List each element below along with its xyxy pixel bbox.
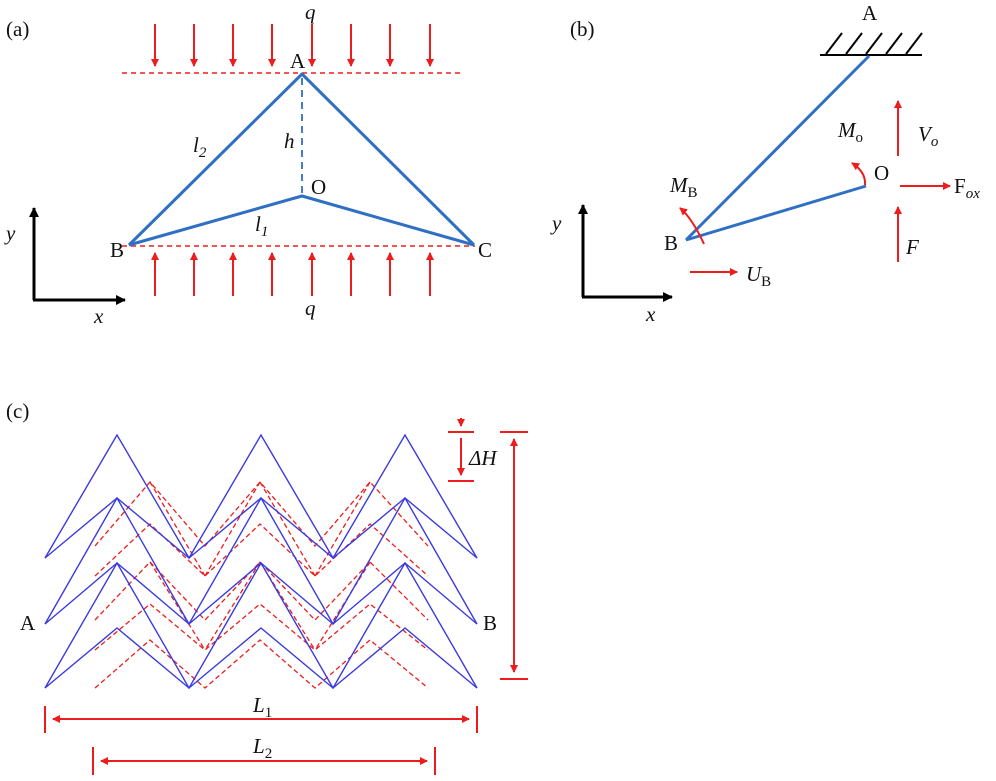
node-b-label-b: B (664, 231, 678, 255)
deformed-row-1-inner (94, 523, 429, 577)
panel-a-tag: (a) (6, 17, 29, 41)
deformed-link (314, 481, 371, 577)
top-load-arrows (151, 24, 434, 67)
fixed-support (820, 32, 923, 56)
hatch-line (885, 32, 903, 55)
fox-label: Fox (954, 174, 980, 202)
delta-h-dimension (448, 418, 474, 482)
l1-label: L1 (252, 693, 272, 721)
height-h-label: h (284, 129, 295, 153)
re-entrant-unit-cell (127, 72, 476, 247)
bottom-load-arrows (151, 252, 434, 296)
panel-c-tag: (c) (6, 399, 29, 423)
deformed-link (204, 481, 261, 577)
deformed-link (149, 561, 206, 651)
l2-dimension (92, 747, 436, 775)
axes-b: y x (550, 204, 673, 326)
f-label: F (905, 235, 919, 259)
total-height-dimension (500, 431, 528, 680)
bottom-load-q: q (305, 296, 316, 320)
mo-label: Mo (837, 118, 863, 146)
mo-moment-arrow (851, 162, 867, 186)
deformed-link (259, 481, 316, 577)
outer-members-l2 (127, 72, 476, 247)
panel-b: (b) A O B MB Mo Vo F (550, 1, 980, 326)
node-b-label: B (110, 238, 124, 262)
hatch-line (825, 32, 843, 55)
top-load-q: q (305, 0, 316, 24)
lattice-row-2-outer (44, 496, 478, 626)
x-axis-label: x (645, 302, 656, 326)
force-arrows (679, 100, 951, 276)
half-unit-members (684, 54, 871, 242)
panel-b-tag: (b) (570, 17, 595, 41)
hatch-line (865, 32, 883, 55)
lattice-row-2-inner (44, 562, 478, 625)
deformed-row-3 (94, 639, 429, 689)
l2-label: L2 (252, 734, 272, 762)
y-axis-label: y (4, 221, 16, 245)
node-o-label-b: O (874, 161, 889, 185)
member-bo (685, 184, 867, 242)
lattice-row-3-inner (44, 627, 478, 689)
y-axis-label: y (550, 211, 562, 235)
hatch-line (845, 32, 863, 55)
node-c-label: C (478, 238, 492, 262)
length-l1-label: l1 (255, 212, 268, 240)
end-a-label: A (20, 611, 36, 635)
node-a-label: A (290, 49, 306, 73)
vo-label: Vo (918, 122, 939, 150)
node-o-label: O (311, 175, 326, 199)
deformed-row-1 (94, 481, 429, 547)
node-a-label-b: A (862, 1, 878, 25)
length-l2-label: l2 (193, 133, 207, 161)
lattice-row-3-outer (44, 561, 478, 690)
axes-a: y x (4, 207, 126, 328)
l1-dimension (44, 706, 478, 733)
original-lattice (44, 433, 478, 690)
delta-h-label: ΔH (468, 446, 498, 470)
member-ab (684, 54, 871, 242)
end-b-label: B (483, 611, 497, 635)
mb-label: MB (669, 173, 698, 201)
inner-members-l1 (128, 194, 475, 247)
panel-a: (a) (4, 0, 492, 328)
panel-c: (c) A B (6, 399, 528, 775)
hatch-line (905, 32, 923, 55)
mb-moment-arrow (679, 207, 705, 245)
ub-label: UB (746, 262, 771, 290)
x-axis-label: x (93, 304, 104, 328)
deformed-link (204, 561, 261, 651)
lattice-row-1-outer (44, 433, 478, 560)
deformed-link (149, 481, 206, 577)
